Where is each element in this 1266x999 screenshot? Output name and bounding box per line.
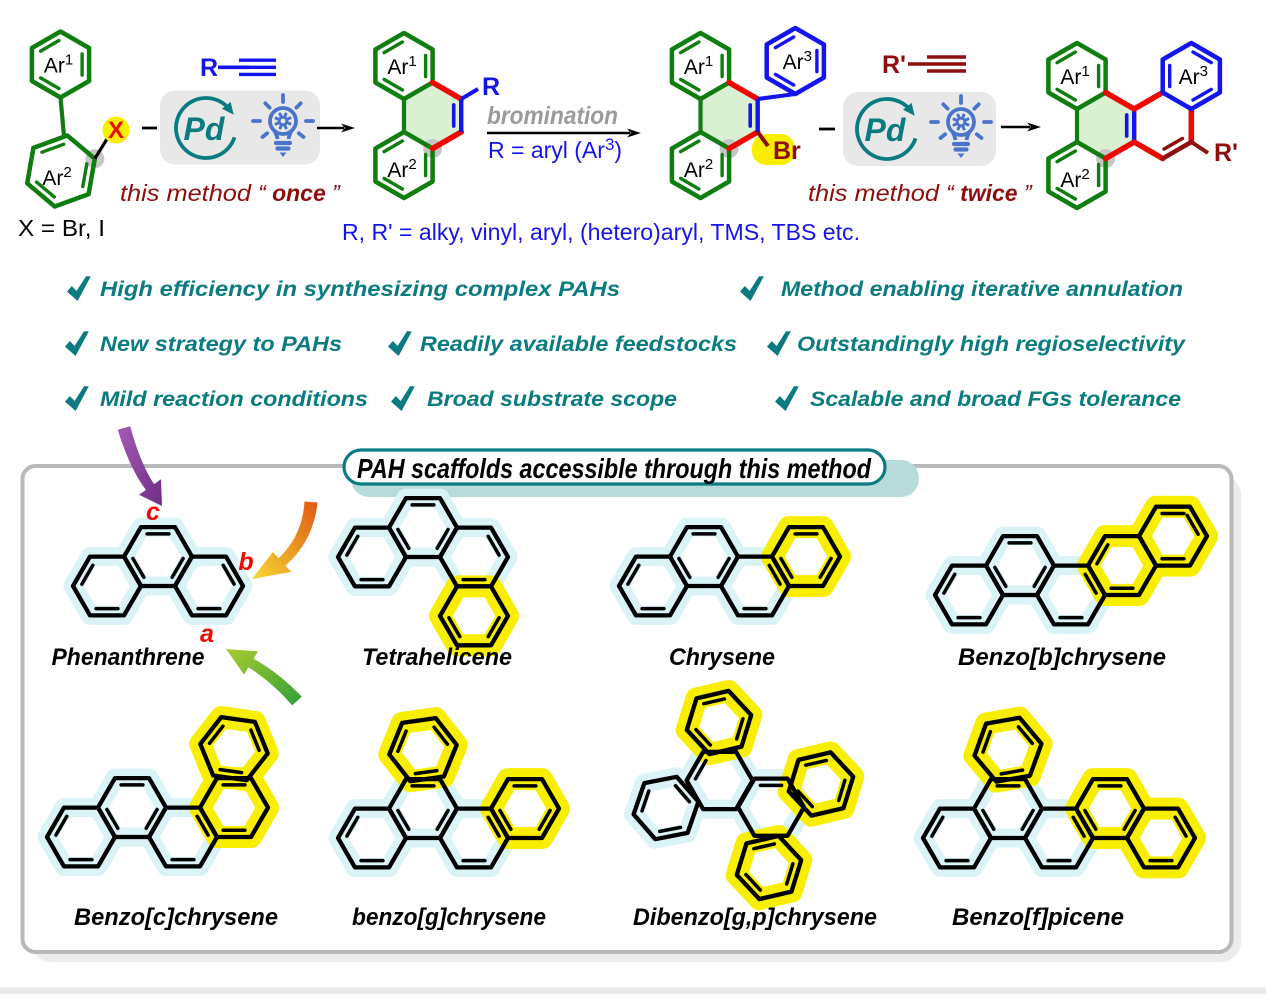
svg-text:Method enabling iterative annu: Method enabling iterative annulation <box>781 277 1183 301</box>
svg-text:Benzo[b]chrysene: Benzo[b]chrysene <box>958 644 1166 671</box>
svg-text:Ar3: Ar3 <box>1179 63 1208 89</box>
svg-text:High efficiency in synthesizin: High efficiency in synthesizing complex … <box>100 277 620 301</box>
svg-text:“ twice ”: “ twice ” <box>946 180 1033 206</box>
svg-text:b: b <box>238 548 253 576</box>
svg-text:R': R' <box>1214 139 1238 167</box>
svg-text:c: c <box>146 498 160 526</box>
svg-text:a: a <box>200 620 214 648</box>
svg-text:Benzo[f]picene: Benzo[f]picene <box>952 904 1124 931</box>
svg-text:this method: this method <box>120 180 252 206</box>
svg-text:R, R' = alky, vinyl, aryl, (he: R, R' = alky, vinyl, aryl, (hetero)aryl,… <box>342 219 860 245</box>
svg-text:Scalable and broad FGs toleran: Scalable and broad FGs tolerance <box>810 387 1181 411</box>
svg-text:X = Br, I: X = Br, I <box>18 215 105 241</box>
svg-text:Pd: Pd <box>184 111 226 147</box>
svg-text:this method: this method <box>808 180 940 206</box>
svg-text:R: R <box>200 54 218 82</box>
svg-text:R': R' <box>882 51 906 79</box>
svg-text:“ once ”: “ once ” <box>258 180 341 206</box>
svg-text:Br: Br <box>773 137 801 165</box>
svg-text:Mild reaction conditions: Mild reaction conditions <box>100 387 368 411</box>
svg-text:R: R <box>482 73 500 101</box>
svg-text:Tetrahelicene: Tetrahelicene <box>362 644 512 671</box>
svg-text:Phenanthrene: Phenanthrene <box>52 644 205 671</box>
svg-text:Broad substrate scope: Broad substrate scope <box>427 387 677 411</box>
svg-text:PAH scaffolds accessible throu: PAH scaffolds accessible through this me… <box>357 453 872 484</box>
svg-text:benzo[g]chrysene: benzo[g]chrysene <box>352 904 546 931</box>
svg-text:New strategy to PAHs: New strategy to PAHs <box>100 332 342 356</box>
svg-text:bromination: bromination <box>487 102 618 130</box>
svg-text:Benzo[c]chrysene: Benzo[c]chrysene <box>74 904 278 931</box>
svg-text:Readily available feedstocks: Readily available feedstocks <box>420 332 737 356</box>
svg-text:Chrysene: Chrysene <box>669 644 775 671</box>
svg-text:X: X <box>108 117 124 144</box>
svg-text:Dibenzo[g,p]chrysene: Dibenzo[g,p]chrysene <box>633 904 877 931</box>
svg-text:R = aryl (Ar3): R = aryl (Ar3) <box>488 135 622 163</box>
svg-text:Outstandingly high regioselect: Outstandingly high regioselectivity <box>797 332 1186 356</box>
svg-text:Pd: Pd <box>865 112 907 148</box>
